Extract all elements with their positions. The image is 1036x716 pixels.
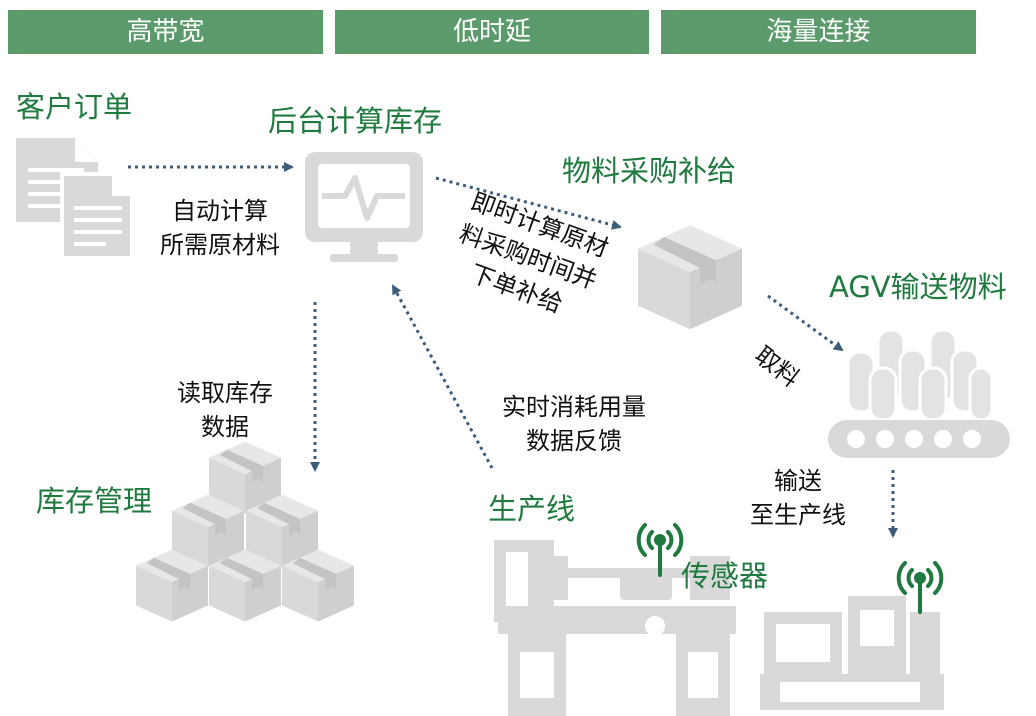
flow-auto-calc-line1: 自动计算 — [172, 197, 268, 225]
documents-icon — [16, 138, 134, 260]
signal-icon — [896, 561, 944, 614]
label-agv: AGV输送物料 — [829, 270, 1007, 304]
box-icon — [638, 225, 742, 330]
flow-feedback-line1: 实时消耗用量 — [502, 393, 646, 421]
arrow-box-to-conveyor — [767, 294, 844, 352]
label-procurement: 物料采购补给 — [562, 154, 737, 188]
flow-read-inventory: 读取库存 数据 — [150, 376, 300, 444]
flow-deliver-line2: 至生产线 — [750, 501, 846, 529]
label-backend-inventory: 后台计算库存 — [268, 104, 443, 138]
label-production-line: 生产线 — [488, 492, 576, 526]
label-customer-order: 客户订单 — [16, 90, 133, 124]
boxes-pile-icon — [136, 441, 354, 622]
flow-read-inventory-line1: 读取库存 — [177, 379, 273, 407]
flow-deliver-line1: 输送 — [774, 467, 822, 495]
tab-high-bandwidth: 高带宽 — [8, 10, 323, 54]
lathe-icon — [494, 540, 736, 716]
flow-auto-calc-line2: 所需原材料 — [160, 231, 280, 259]
machine-icon — [760, 596, 944, 710]
tab-massive-connection: 海量连接 — [661, 10, 976, 54]
monitor-icon — [305, 152, 423, 262]
flow-auto-calc: 自动计算 所需原材料 — [140, 194, 300, 262]
flow-feedback-line2: 数据反馈 — [526, 427, 622, 455]
label-inventory-management: 库存管理 — [36, 484, 153, 518]
label-sensor: 传感器 — [681, 559, 769, 593]
flow-feedback: 实时消耗用量 数据反馈 — [474, 390, 674, 458]
conveyor-icon — [828, 328, 1010, 458]
flow-deliver: 输送 至生产线 — [728, 464, 868, 532]
flow-read-inventory-line2: 数据 — [201, 413, 249, 441]
signal-icon — [636, 523, 684, 577]
tab-low-latency: 低时延 — [335, 10, 649, 54]
